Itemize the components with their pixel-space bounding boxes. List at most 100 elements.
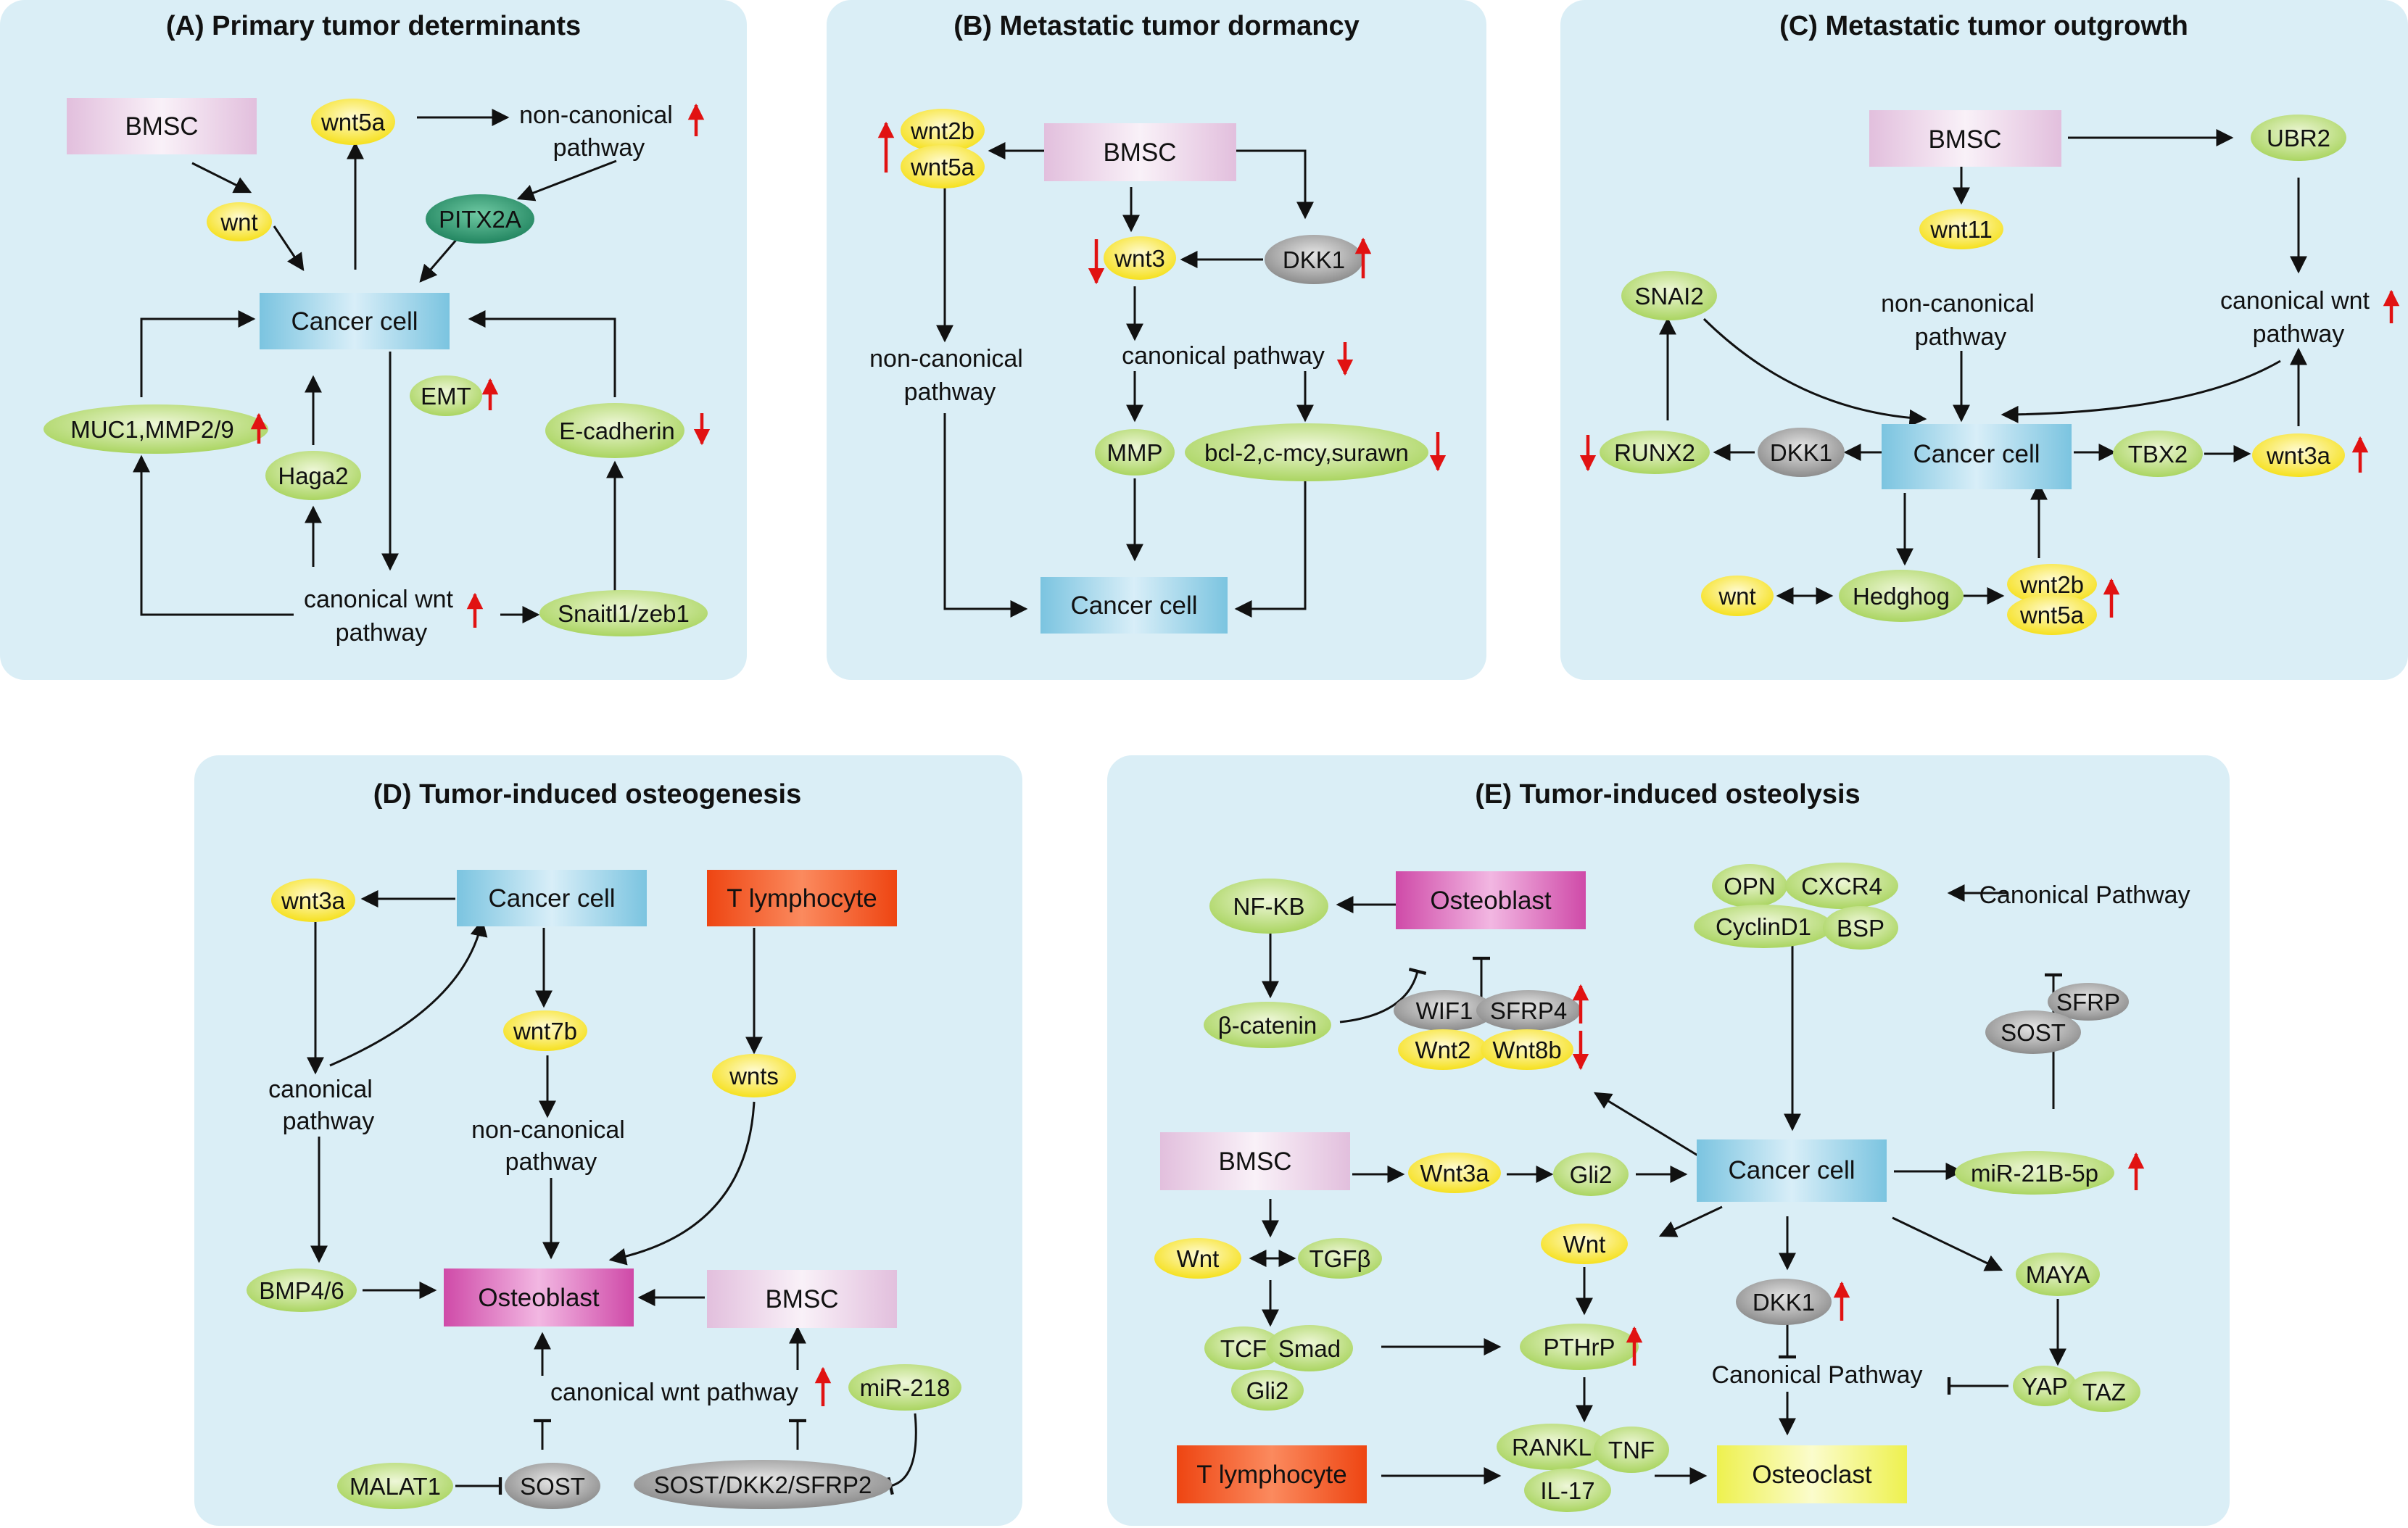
canon-pathway-label-b: canonical pathway: [1122, 342, 1325, 370]
osteoblast-label-d: Osteoblast: [478, 1284, 600, 1312]
dkk1-label-c: DKK1: [1770, 439, 1832, 466]
wnt8b-node: [1481, 1029, 1573, 1070]
mir218-label: miR-218: [860, 1374, 951, 1401]
wnt3a-label-e: Wnt3a: [1420, 1160, 1489, 1187]
sost-node-d: [505, 1463, 600, 1509]
bcatenin-node: [1204, 1002, 1331, 1048]
malat1-label: MALAT1: [349, 1473, 441, 1500]
cancer-cell-label-b: Cancer cell: [1070, 591, 1197, 620]
il17-node: [1524, 1469, 1611, 1512]
t-lymphocyte-label-d: T lymphocyte: [727, 884, 877, 913]
pthrp-node: [1520, 1324, 1639, 1370]
wnt-node-e: [1154, 1238, 1241, 1279]
tgfb-label: TGFβ: [1309, 1245, 1371, 1272]
cancer-cell-label-a: Cancer cell: [291, 307, 418, 336]
tnf-label: TNF: [1608, 1437, 1655, 1463]
yap-label: YAP: [2022, 1373, 2068, 1400]
snail-label: Snaitl1/zeb1: [558, 600, 690, 627]
dkk1-label-e: DKK1: [1753, 1289, 1815, 1316]
wnt-node-c: [1701, 576, 1774, 616]
maya-label: MAYA: [2026, 1261, 2090, 1288]
muc1-label: MUC1,MMP2/9: [70, 416, 234, 443]
mir21b-node: [1955, 1151, 2114, 1195]
cxcr4-label: CXCR4: [1801, 873, 1882, 900]
panel-a-title: (A) Primary tumor determinants: [166, 11, 581, 41]
bmsc-box-e: [1160, 1132, 1350, 1190]
wnt5a-label-c: wnt5a: [2019, 602, 2085, 628]
panel-c-title: (C) Metastatic tumor outgrowth: [1779, 11, 2188, 41]
mir21b-label: miR-21B-5p: [1971, 1160, 2098, 1187]
bmsc-box-c: [1869, 110, 2061, 167]
sost-label-d: SOST: [520, 1473, 585, 1500]
wnt-label-c: wnt: [1718, 583, 1755, 610]
noncanon-label-c2: pathway: [1915, 323, 2007, 351]
wnt3a-node-d: [271, 879, 355, 922]
il17-label: IL-17: [1540, 1477, 1594, 1504]
wnt5a-node: [311, 99, 395, 145]
hedghog-node: [1839, 570, 1964, 622]
bmsc-box-b: [1044, 123, 1236, 181]
snail-node: [539, 590, 708, 636]
hedghog-label: Hedghog: [1853, 583, 1950, 610]
wnt2b-label-c: wnt2b: [2019, 571, 2084, 598]
wnt-label-e2: Wnt: [1563, 1231, 1606, 1258]
tcf-node: [1204, 1326, 1283, 1370]
cancer-cell-box-c: [1882, 424, 2072, 489]
cancer-cell-box-a: [260, 293, 450, 349]
cyclind1-node: [1694, 905, 1833, 948]
opn-node: [1712, 864, 1787, 908]
t-lymphocyte-box-d: [707, 870, 897, 926]
gli2-node: [1553, 1153, 1629, 1196]
wnt8b-label: Wnt8b: [1492, 1037, 1561, 1063]
emt-label: EMT: [421, 383, 471, 410]
bmsc-label-c: BMSC: [1928, 125, 2001, 154]
canon-wnt-label-1: canonical wnt: [304, 586, 454, 613]
noncanon-label-d2: pathway: [505, 1148, 597, 1176]
smad-label: Smad: [1278, 1335, 1341, 1362]
wnt-label-e1: Wnt: [1177, 1245, 1220, 1272]
emt-node: [410, 375, 482, 416]
osteoblast-label-e: Osteoblast: [1430, 887, 1552, 915]
canon-pathway-label-e1: Canonical Pathway: [1979, 881, 2190, 909]
wnt5a-node-b: [901, 145, 985, 188]
sost-label-e: SOST: [2001, 1019, 2066, 1046]
panel-d: [194, 755, 1022, 1526]
wnt2b-node-c: [2007, 564, 2097, 605]
panel-b-title: (B) Metastatic tumor dormancy: [953, 11, 1360, 41]
cancer-cell-label-c: Cancer cell: [1913, 440, 2040, 468]
rankl-node: [1497, 1424, 1607, 1470]
panel-e-title: (E) Tumor-induced osteolysis: [1475, 779, 1860, 810]
tcf-label: TCF: [1220, 1335, 1267, 1362]
noncanon-label-d1: non-canonical: [471, 1116, 625, 1144]
cancer-cell-label-e: Cancer cell: [1728, 1156, 1855, 1184]
panel-e-content: NF-KB Osteoblast β-catenin WIF1 SFRP4 Wn…: [1154, 863, 2190, 1512]
yap-node: [2013, 1366, 2077, 1406]
tgfb-node: [1298, 1238, 1382, 1279]
bmsc-label-e: BMSC: [1218, 1147, 1291, 1176]
cancer-cell-box-b: [1040, 577, 1228, 634]
bmsc-box: [67, 98, 257, 154]
gli2-label: Gli2: [1570, 1161, 1613, 1188]
wnt3a-node-c: [2252, 433, 2345, 477]
cyclind1-label: CyclinD1: [1716, 913, 1811, 940]
bmp46-node: [247, 1269, 357, 1312]
osteoblast-box-e: [1396, 871, 1586, 929]
wnt2-node: [1398, 1029, 1488, 1070]
canon-wnt-label-c2: pathway: [2253, 320, 2345, 348]
sostdkk-label: SOST/DKK2/SFRP2: [654, 1471, 872, 1498]
snai2-label: SNAI2: [1634, 283, 1703, 310]
sostdkk-node: [634, 1460, 892, 1509]
rankl-label: RANKL: [1512, 1434, 1592, 1461]
wnt-label: wnt: [220, 209, 257, 236]
wnt2b-node: [901, 109, 985, 152]
wnt2-label: Wnt2: [1415, 1037, 1470, 1063]
bsp-label: BSP: [1837, 915, 1884, 942]
ubr2-node: [2251, 115, 2346, 161]
muc1-node: [44, 404, 268, 454]
panel-b-content: wnt2b wnt5a BMSC wnt3 DKK1 non-canonical…: [869, 109, 1447, 634]
wnt3-label: wnt3: [1114, 245, 1165, 272]
wnt3a-node-e: [1408, 1153, 1501, 1193]
t-lymphocyte-box-e: [1177, 1445, 1367, 1503]
taz-label: TAZ: [2082, 1379, 2126, 1405]
pitx2a-label: PITX2A: [439, 206, 521, 233]
